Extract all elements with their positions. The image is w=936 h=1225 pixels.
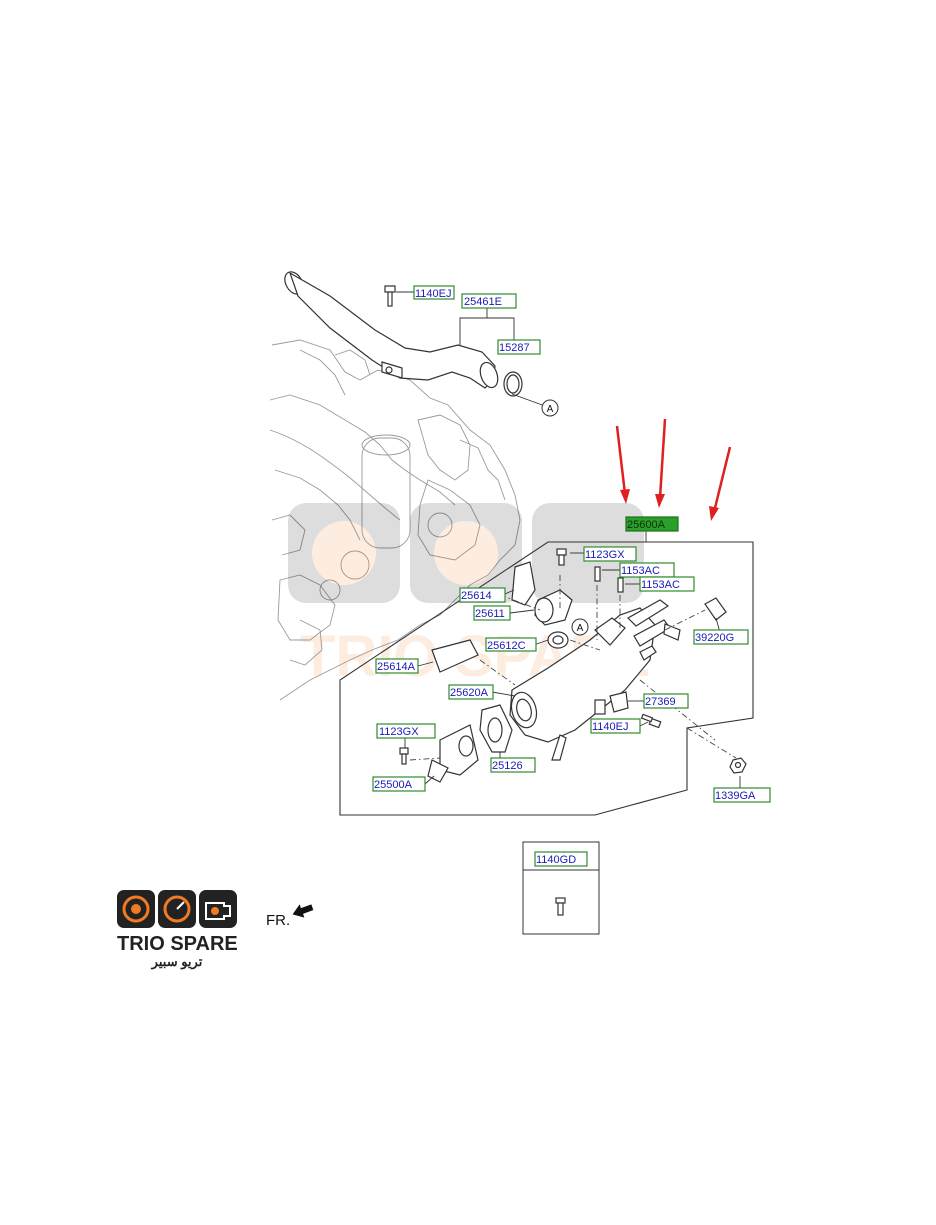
- part-label-25500A[interactable]: 25500A: [372, 776, 426, 792]
- part-label-1123GX-top[interactable]: 1123GX: [583, 546, 637, 562]
- o-ring-15287: [503, 371, 523, 397]
- dowel-pin-1153AC-a: [594, 566, 601, 582]
- part-label-1339GA[interactable]: 1339GA: [713, 787, 771, 803]
- bolt-1140EJ-top: [384, 285, 396, 307]
- front-arrow-icon: [292, 904, 314, 918]
- svg-text:1140EJ: 1140EJ: [415, 288, 452, 300]
- bolt-1140EJ-bottom: [640, 713, 662, 729]
- brand-name: TRIO SPARE: [117, 933, 238, 955]
- svg-text:25611: 25611: [475, 608, 505, 620]
- gasket-25126: [479, 704, 513, 753]
- svg-text:15287: 15287: [499, 342, 530, 354]
- part-label-1140EJ-bottom[interactable]: 1140EJ: [590, 718, 641, 734]
- bolt-1123GX-bottom: [399, 747, 409, 765]
- svg-text:25126: 25126: [492, 760, 523, 772]
- part-label-25461E[interactable]: 25461E: [461, 293, 517, 309]
- direction-label: FR.: [266, 912, 290, 929]
- svg-text:1123GX: 1123GX: [585, 549, 625, 561]
- svg-text:25614A: 25614A: [377, 661, 416, 673]
- svg-text:1153AC: 1153AC: [641, 579, 680, 591]
- thermostat-housing-25500A: [427, 724, 479, 783]
- part-label-25611[interactable]: 25611: [473, 605, 511, 621]
- svg-text:1140GD: 1140GD: [536, 854, 576, 866]
- part-label-25126[interactable]: 25126: [490, 757, 536, 773]
- front-direction-indicator: FR.: [266, 904, 314, 929]
- reference-marker-a-middle: A: [571, 618, 589, 636]
- gasket-25614: [511, 561, 536, 606]
- part-label-1140EJ-top[interactable]: 1140EJ: [413, 285, 455, 300]
- svg-text:27369: 27369: [645, 696, 676, 708]
- svg-text:39220G: 39220G: [695, 632, 734, 644]
- part-label-25614[interactable]: 25614: [459, 587, 506, 603]
- clip-27369: [609, 691, 629, 713]
- part-label-25612C[interactable]: 25612C: [485, 637, 537, 652]
- annotation-arrows: [615, 418, 732, 521]
- engine-icon: [205, 902, 231, 920]
- gear-icon: [122, 895, 150, 923]
- engine-background-outline: [269, 339, 521, 701]
- reference-marker-a-top: A: [541, 399, 559, 417]
- dowel-pin-1153AC-b: [617, 577, 624, 593]
- water-pipe-25461E: [284, 271, 499, 389]
- plate-25614A: [431, 639, 479, 673]
- speedometer-icon: [163, 895, 191, 923]
- svg-text:25612C: 25612C: [487, 640, 526, 652]
- part-label-1153AC-b[interactable]: 1153AC: [639, 576, 695, 592]
- water-outlet-housing: [509, 599, 671, 761]
- part-label-1140GD[interactable]: 1140GD: [534, 851, 588, 867]
- brand-name-arabic: تريو سبير: [151, 954, 203, 970]
- svg-text:25600A: 25600A: [627, 519, 666, 531]
- part-label-27369[interactable]: 27369: [643, 693, 689, 709]
- part-label-25600A[interactable]: 25600A: [625, 516, 679, 532]
- bolt-1123GX-top: [556, 548, 567, 566]
- svg-text:1123GX: 1123GX: [379, 726, 419, 738]
- brand-logo: TRIO SPARE تريو سبير: [117, 890, 238, 970]
- svg-text:1153AC: 1153AC: [621, 565, 660, 577]
- gasket-25612C: [547, 631, 569, 649]
- fitting-25611: [534, 589, 573, 626]
- bracket: [663, 623, 681, 641]
- svg-text:A: A: [577, 623, 584, 634]
- part-label-1123GX-bottom[interactable]: 1123GX: [376, 723, 436, 739]
- svg-text:25614: 25614: [461, 590, 492, 602]
- svg-text:25500A: 25500A: [374, 779, 413, 791]
- svg-text:25620A: 25620A: [450, 687, 489, 699]
- bolt-1140GD-panel: 1140GD: [522, 841, 600, 935]
- assembly-frame: [339, 541, 754, 816]
- part-label-1153AC-a[interactable]: 1153AC: [619, 562, 675, 578]
- svg-text:1339GA: 1339GA: [715, 790, 756, 802]
- svg-text:25461E: 25461E: [464, 296, 502, 308]
- part-label-25614A[interactable]: 25614A: [375, 658, 419, 674]
- part-label-25620A[interactable]: 25620A: [448, 684, 494, 700]
- svg-text:A: A: [547, 404, 554, 415]
- svg-text:1140EJ: 1140EJ: [592, 721, 629, 733]
- part-label-39220G[interactable]: 39220G: [693, 629, 749, 645]
- nut-1339GA: [729, 757, 747, 774]
- part-label-15287[interactable]: 15287: [497, 339, 541, 355]
- bolt-1140GD-icon: [555, 897, 566, 916]
